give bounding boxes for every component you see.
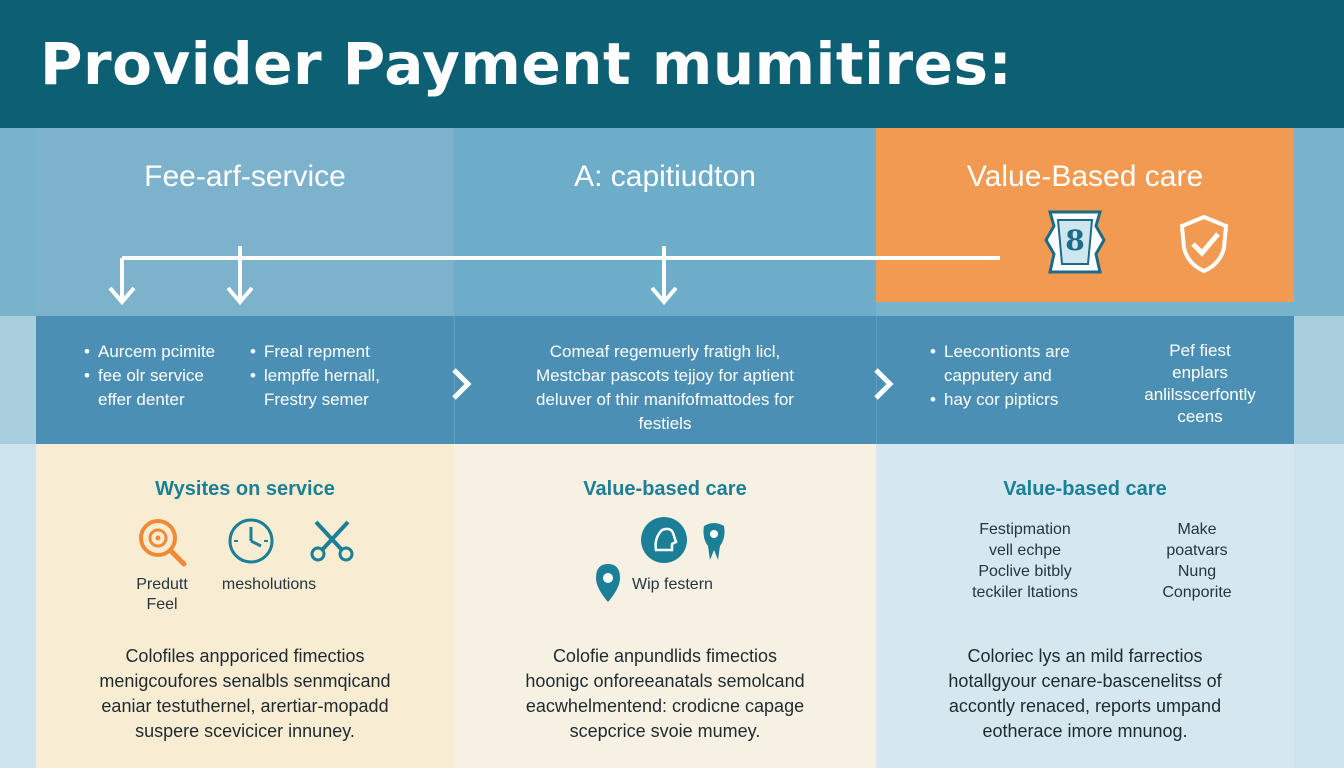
column-capitation: [454, 128, 876, 316]
paragraph-line: eacwhelmentend: crodicne capage: [525, 696, 805, 716]
column-heading-1: Fee-arf-service: [144, 160, 346, 193]
divider: [876, 316, 877, 444]
icon-label: Predutt Feel: [122, 575, 202, 615]
mid-line: ceens: [1177, 407, 1223, 426]
paragraph-line: eaniar testuthernel, arertiar-mopadd: [101, 696, 389, 716]
chevron-right-icon: [874, 368, 894, 400]
divider: [454, 316, 455, 444]
list-item: Conporite: [1162, 584, 1232, 601]
mid-line: anlilsscerfontly: [1144, 385, 1256, 404]
mid-line: Frestry semer: [264, 390, 369, 409]
feature-list-right: Make poatvars Nung Conporite: [1132, 519, 1262, 603]
tooth-icon: [703, 523, 725, 560]
paragraph-line: eotherace imore mnunog.: [982, 721, 1188, 741]
mid-list-3b: Pef fiest enplars anlilsscerfontly ceens: [1130, 340, 1270, 428]
detail-panel-1: [36, 444, 454, 768]
list-item: Make: [1177, 521, 1217, 538]
mid-line: Comeaf regemuerly fratigh licl,: [549, 342, 781, 361]
header-bar: [0, 0, 1344, 128]
paragraph-line: Colofie anpundlids fimectios: [552, 646, 778, 666]
detail-paragraph-1: Colofiles anpporiced fimectios menigcouf…: [36, 644, 454, 744]
mid-line: hay cor pipticrs: [944, 390, 1059, 409]
mid-paragraph-2: Comeaf regemuerly fratigh licl, Mestcbar…: [454, 340, 876, 436]
mid-line: capputery and: [944, 366, 1052, 385]
list-item: Nung: [1177, 563, 1217, 580]
mid-line: Pef fiest: [1169, 341, 1231, 360]
mid-line: effer denter: [98, 390, 185, 409]
certificate-badge-icon: 8: [1044, 210, 1106, 274]
list-item: vell echpe: [988, 542, 1062, 559]
icon-label: Wip festern: [632, 576, 713, 593]
paragraph-line: accontly renaced, reports umpand: [948, 696, 1222, 716]
detail-heading-2: Value-based care: [583, 478, 747, 500]
detail-heading-3: Value-based care: [1003, 478, 1167, 500]
icon-label: mesholutions: [221, 576, 317, 593]
mid-line: Freal repment: [264, 342, 370, 361]
badge-glyph: 8: [1065, 224, 1084, 257]
page-title: Provider Payment mumitires:: [40, 30, 1013, 98]
mid-line: Leecontionts are: [944, 342, 1070, 361]
icon-label-line: Predutt: [136, 576, 188, 593]
icon-label-line: Feel: [146, 596, 178, 613]
paragraph-line: Colofiles anpporiced fimectios: [125, 646, 365, 666]
description-band: [36, 316, 1294, 444]
mid-line: festiels: [638, 414, 692, 433]
mid-line: Aurcem pcimite: [98, 342, 216, 361]
detail-panel-3: [876, 444, 1294, 768]
paragraph-line: scepcrice svoie mumey.: [569, 721, 761, 741]
column-fee-for-service: [36, 128, 454, 316]
column-heading-2: A: capitiudton: [574, 160, 756, 193]
detail-heading-1: Wysites on service: [155, 478, 335, 500]
list-item: teckiler ltations: [972, 584, 1078, 601]
mid-line: Mestcbar pascots tejjoy for aptient: [536, 366, 794, 385]
mid-line: fee olr service: [98, 366, 204, 385]
paragraph-line: hotallgyour cenare-bascenelitss of: [948, 671, 1222, 691]
list-item: Poclive bitbly: [978, 563, 1072, 580]
column-heading-3: Value-Based care: [966, 160, 1204, 193]
feature-list-left: Festipmation vell echpe Poclive bitbly t…: [950, 519, 1100, 603]
detail-paragraph-3: Coloriec lys an mild farrectios hotallgy…: [876, 644, 1294, 744]
list-item: poatvars: [1166, 542, 1228, 559]
search-target-icon: [139, 519, 187, 567]
shield-check-icon: [1179, 214, 1229, 274]
scissors-icon: [310, 520, 354, 562]
mid-line: enplars: [1172, 363, 1228, 382]
clock-icon: [228, 518, 274, 564]
paragraph-line: suspere scevicicer innuney.: [135, 721, 355, 741]
mid-list-1b: •Freal repment •lempffe hernall, Frestry…: [250, 342, 380, 409]
list-item: Festipmation: [979, 521, 1071, 538]
chevron-right-icon: [452, 368, 472, 400]
face-profile-icon: [641, 517, 687, 563]
detail-panel-2: [454, 444, 876, 768]
paragraph-line: Coloriec lys an mild farrectios: [967, 646, 1203, 666]
mid-line: lempffe hernall,: [264, 366, 380, 385]
detail-paragraph-2: Colofie anpundlids fimectios hoonigc onf…: [454, 644, 876, 744]
mid-list-3a: •Leecontionts are capputery and •hay cor…: [930, 342, 1070, 409]
mid-line: deluver of thir manifofmattodes for: [536, 390, 794, 409]
mid-list-1a: •Aurcem pcimite •fee olr service effer d…: [84, 342, 216, 409]
paragraph-line: hoonigc onforeeanatals semolcand: [525, 671, 805, 691]
paragraph-line: menigcoufores senalbls senmqicand: [99, 671, 391, 691]
location-pin-icon: [596, 564, 620, 602]
